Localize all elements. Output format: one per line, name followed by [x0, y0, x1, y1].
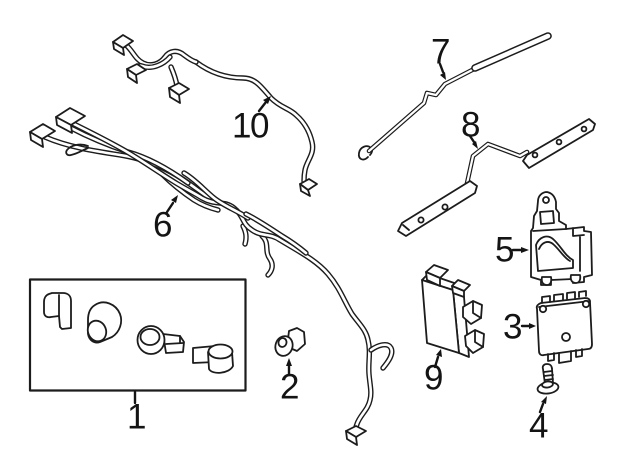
arrow-8	[468, 134, 476, 144]
module-detail	[538, 300, 591, 308]
screw-boss	[581, 299, 591, 309]
rod-core	[464, 142, 529, 190]
sensor-2	[274, 327, 306, 357]
callout-2[interactable]: 2	[280, 367, 299, 407]
callout-10[interactable]: 10	[232, 106, 269, 146]
sensor-kit-1	[28, 278, 247, 392]
callout-9[interactable]: 9	[424, 358, 443, 398]
bracket-detail	[532, 227, 585, 272]
module-connector-tabs	[541, 290, 587, 304]
screw-threads	[543, 370, 554, 381]
bracket-detail	[538, 241, 571, 262]
module-tabs	[547, 348, 583, 364]
rod-outline	[369, 68, 476, 151]
screw-4	[536, 363, 560, 395]
bracket-5	[530, 191, 593, 286]
harness-10	[112, 34, 318, 197]
connector-cube	[168, 87, 181, 104]
module-detail	[472, 300, 482, 319]
wire-hook	[65, 143, 89, 157]
sensor-drum-top	[207, 343, 234, 360]
module-hole	[561, 332, 571, 342]
mounting-hole	[417, 216, 425, 224]
callout-3[interactable]: 3	[503, 307, 522, 347]
connector-cube	[299, 183, 311, 197]
connector-cube	[126, 68, 138, 84]
sensor	[43, 292, 72, 330]
rod-outline	[466, 144, 527, 188]
callout-7[interactable]: 7	[431, 32, 450, 72]
module-tab	[425, 271, 441, 287]
screw-boss	[538, 304, 548, 314]
screw-head-dome	[541, 380, 554, 389]
bracket-flange	[535, 235, 574, 272]
connector-cube	[55, 116, 73, 134]
connector-cube	[345, 430, 358, 446]
sensor-detail	[165, 335, 184, 345]
arrow-7	[438, 62, 445, 74]
arrow-4	[538, 402, 545, 414]
arrow-6	[165, 201, 175, 214]
callout-1[interactable]: 1	[127, 397, 146, 437]
sensor-hole	[277, 337, 288, 348]
module-tab	[451, 285, 465, 298]
sensor-detail	[139, 328, 161, 346]
bracket-8	[397, 118, 596, 237]
bracket-foot	[540, 276, 553, 286]
module-9	[421, 264, 485, 358]
module-body	[535, 297, 593, 357]
arrowhead-5	[521, 247, 529, 253]
callout-8[interactable]: 8	[461, 105, 480, 145]
mounting-hole	[555, 138, 563, 146]
connector-cube	[112, 41, 125, 56]
arrowhead-9	[436, 349, 442, 357]
arrowhead-7	[440, 72, 446, 80]
connector-cube	[29, 131, 44, 148]
callout-arrows	[133, 62, 547, 414]
rod-hook-end	[357, 145, 373, 161]
harness-6	[29, 107, 392, 446]
bracket-detail	[539, 210, 555, 225]
callout-5[interactable]: 5	[495, 230, 514, 270]
module-3	[535, 290, 593, 364]
mounting-hole	[580, 125, 588, 133]
arrowhead-4	[541, 396, 547, 404]
arrow-10	[257, 100, 268, 113]
mounting-hole	[542, 196, 550, 204]
callout-6[interactable]: 6	[153, 205, 172, 245]
rod-7	[357, 36, 548, 161]
sensor-barrel	[86, 319, 108, 343]
arrowhead-3	[529, 323, 536, 329]
bracket-bar	[397, 180, 478, 237]
mounting-hole	[441, 203, 449, 211]
arrowhead-6	[171, 195, 178, 203]
callout-4[interactable]: 4	[529, 406, 548, 446]
mounting-hole	[531, 151, 539, 159]
arrowhead-8	[472, 141, 478, 149]
bracket-foot	[569, 274, 582, 284]
module-detail	[474, 329, 484, 348]
arrowhead-2	[286, 358, 292, 366]
arrowhead-10	[263, 96, 271, 104]
bracket-notch	[402, 224, 410, 231]
module-front-face	[421, 279, 460, 354]
arrow-9	[433, 355, 440, 369]
rod-core	[475, 36, 548, 68]
